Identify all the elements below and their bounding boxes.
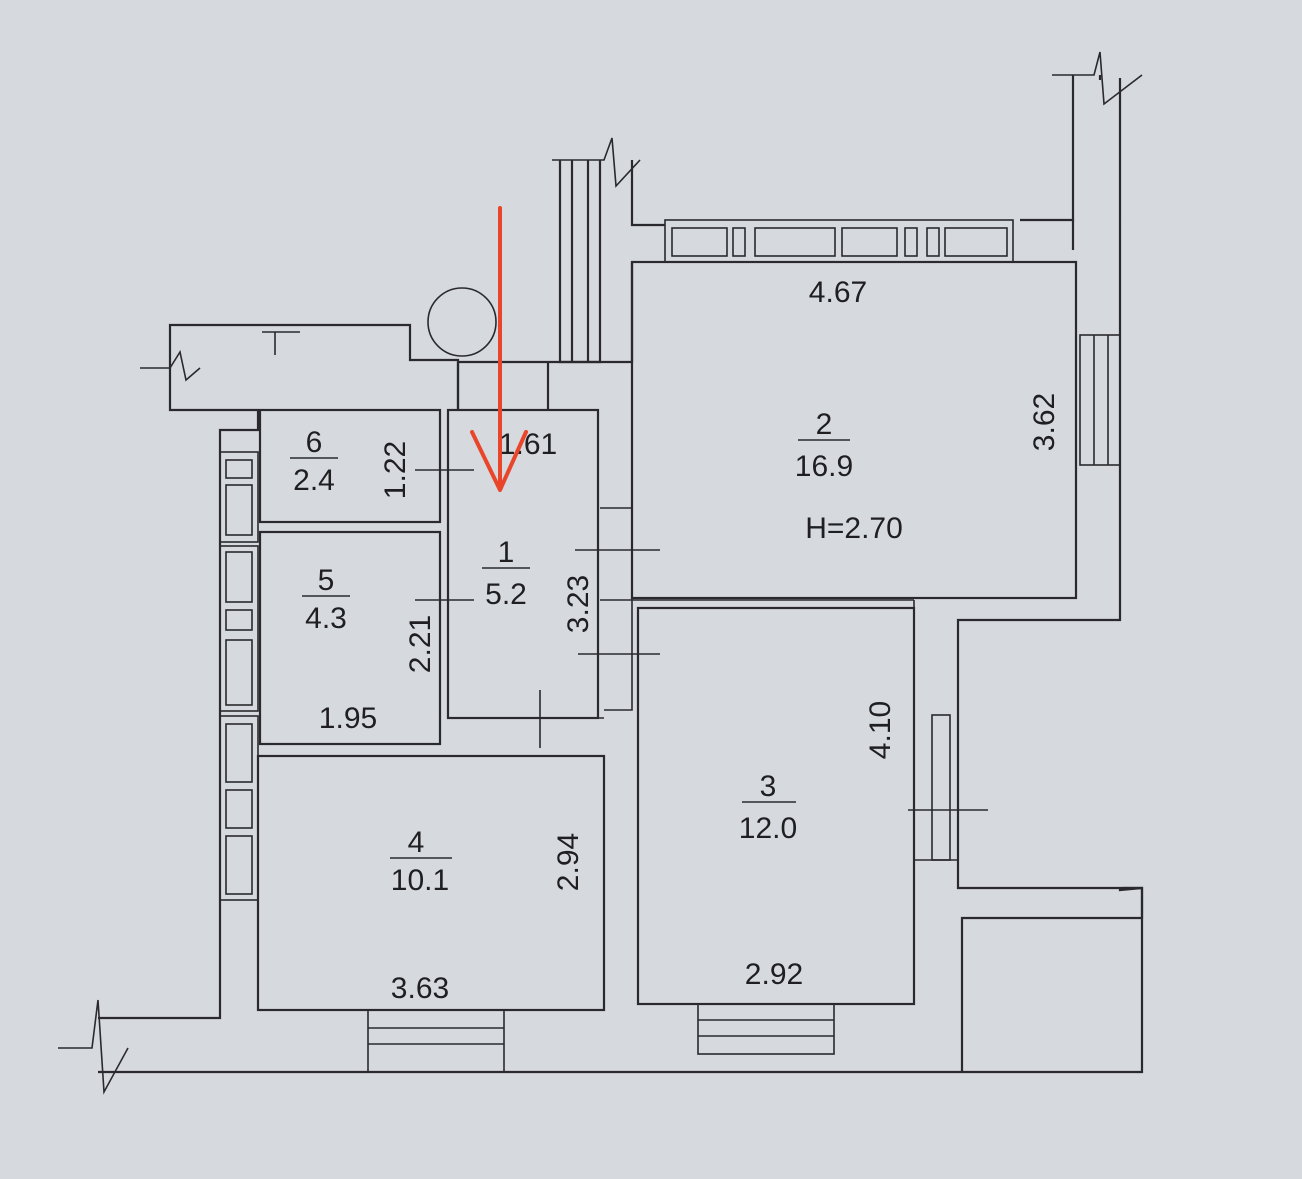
room-number: 6 bbox=[306, 426, 323, 459]
dim-room2-h: 3.62 bbox=[1028, 393, 1061, 451]
dim-room3-h: 4.10 bbox=[864, 701, 897, 759]
room-number: 2 bbox=[816, 408, 833, 441]
top-windows bbox=[664, 219, 1014, 263]
ceiling-height: H=2.70 bbox=[805, 512, 903, 545]
red-arrow-annotation bbox=[470, 206, 528, 492]
break-symbol-bottom bbox=[58, 999, 129, 1095]
room-area: 2.4 bbox=[293, 464, 335, 497]
room-number: 1 bbox=[498, 536, 515, 569]
arrow-head bbox=[470, 430, 528, 492]
room3-window bbox=[908, 714, 988, 861]
dim-room4-h: 2.94 bbox=[552, 833, 585, 891]
room-number: 5 bbox=[318, 564, 335, 597]
dim-room4-w: 3.63 bbox=[391, 972, 449, 1005]
dim-room5-w: 1.95 bbox=[319, 702, 377, 735]
top-wall bbox=[630, 160, 1075, 250]
door-markers bbox=[262, 331, 660, 748]
dim-room2-w: 4.67 bbox=[809, 276, 867, 309]
room-labels: 6 2.4 5 4.3 1 5.2 4 10.1 2 16.9 3 12.0 H… bbox=[290, 408, 903, 897]
vent-circle bbox=[427, 287, 497, 357]
room-number: 4 bbox=[408, 826, 425, 859]
room-area: 12.0 bbox=[739, 812, 797, 845]
dimension-labels: 1.22 1.61 2.21 1.95 3.23 2.94 3.63 4.67 … bbox=[319, 276, 1061, 1005]
room-area: 4.3 bbox=[305, 602, 347, 635]
bottom-windows bbox=[367, 1003, 835, 1073]
break-symbol-top bbox=[552, 137, 641, 188]
dim-room6-h: 1.22 bbox=[379, 441, 412, 499]
dim-room5-h: 2.21 bbox=[404, 615, 437, 673]
dim-room1-w: 1.61 bbox=[499, 428, 557, 461]
room-number: 3 bbox=[760, 770, 777, 803]
room-area: 16.9 bbox=[795, 450, 853, 483]
break-symbol-topright bbox=[1052, 51, 1143, 106]
break-symbol-left bbox=[140, 349, 201, 382]
dim-room1-h: 3.23 bbox=[562, 575, 595, 633]
room-area: 5.2 bbox=[485, 578, 527, 611]
right-window bbox=[1079, 334, 1121, 466]
room-area: 10.1 bbox=[391, 864, 449, 897]
left-windows bbox=[219, 451, 259, 901]
walls bbox=[58, 51, 1144, 1095]
dim-room3-w: 2.92 bbox=[745, 958, 803, 991]
partition-lines bbox=[439, 410, 958, 861]
